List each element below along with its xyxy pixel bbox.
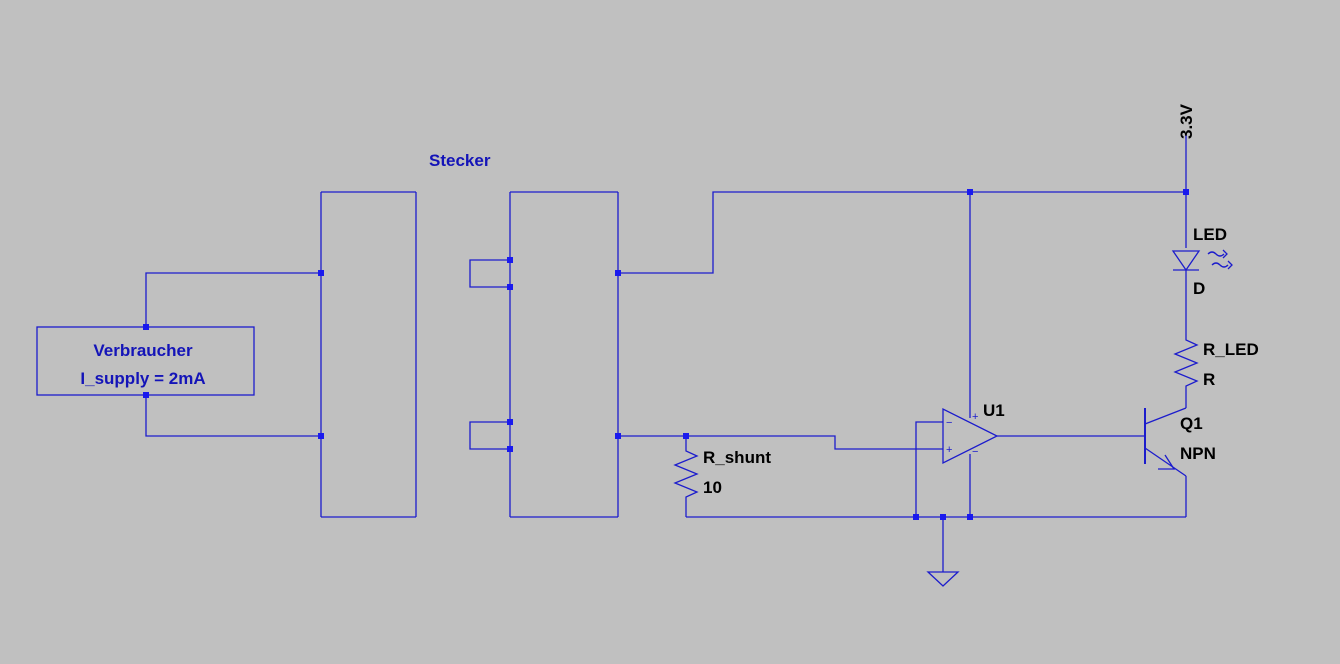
connector-label: Stecker: [429, 151, 491, 170]
opamp-name-label: U1: [983, 401, 1005, 420]
jumper-bottom: [469, 421, 510, 450]
supply-flag[interactable]: 3.3V: [1177, 103, 1196, 139]
jumper-top: [469, 259, 510, 288]
resistor-r-shunt[interactable]: R_shunt 10: [673, 445, 771, 499]
connector-left-half: [320, 191, 417, 518]
transistor-q1[interactable]: Q1 NPN: [1144, 407, 1216, 477]
load-wires: [145, 272, 321, 437]
transistor-type-label: NPN: [1180, 444, 1216, 463]
led-light-rays-icon: [1207, 249, 1233, 270]
transistor-name-label: Q1: [1180, 414, 1203, 433]
opamp-u1[interactable]: − + + − U1: [942, 401, 1005, 465]
shunt-name-label: R_shunt: [703, 448, 771, 467]
ground-rail: [686, 421, 1186, 572]
resistor-r-led[interactable]: R_LED R: [1173, 334, 1259, 390]
r-led-name-label: R_LED: [1203, 340, 1259, 359]
opamp-plus-input-sign: +: [946, 444, 952, 456]
shunt-value-label: 10: [703, 478, 722, 497]
opamp-minus-input-sign: −: [946, 417, 952, 429]
junction-nodes: [143, 189, 1189, 520]
load-current-label: I_supply = 2mA: [80, 369, 205, 388]
load-name-label: Verbraucher: [93, 341, 193, 360]
supply-rail: [618, 135, 1187, 418]
load-block[interactable]: Verbraucher I_supply = 2mA: [36, 326, 255, 396]
led-type-label: D: [1193, 279, 1205, 298]
shunt-net: [618, 435, 943, 517]
ground-icon[interactable]: [926, 571, 960, 587]
connector-right-half: [509, 191, 619, 518]
led-name-label: LED: [1193, 225, 1227, 244]
opamp-supply-pos-sign: +: [972, 411, 978, 423]
r-led-value-label: R: [1203, 370, 1215, 389]
supply-voltage-label: 3.3V: [1177, 103, 1196, 139]
opamp-supply-neg-sign: −: [972, 446, 978, 458]
led-diode[interactable]: LED D: [1171, 225, 1233, 298]
